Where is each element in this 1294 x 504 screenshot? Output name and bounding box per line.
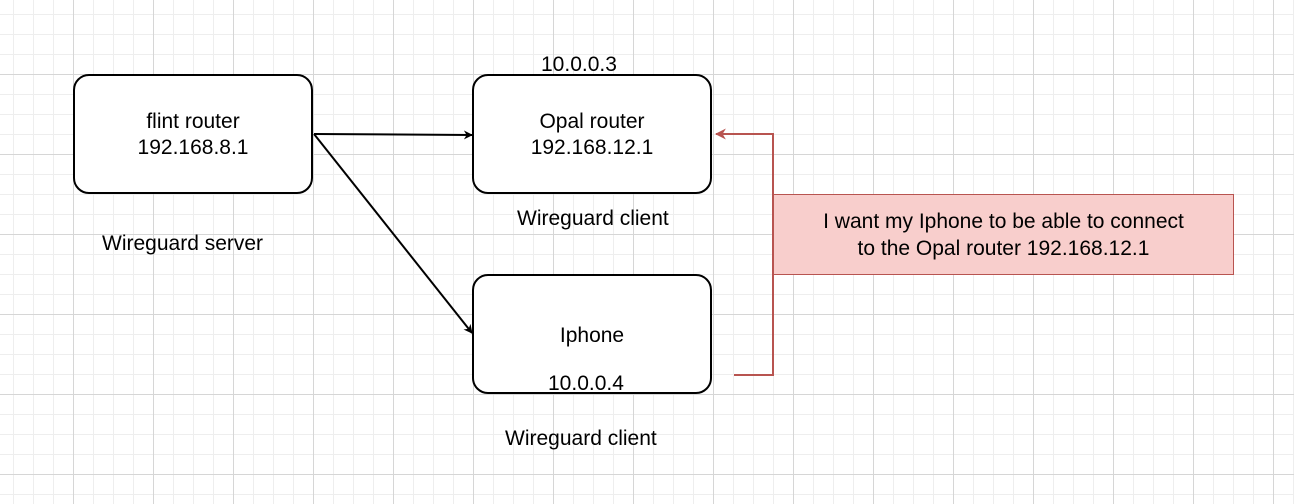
iphone-tunnel-ip: 10.0.0.4 [548, 372, 624, 395]
flint-router-ip: 192.168.8.1 [137, 136, 249, 159]
edge-flint-to-opal[interactable] [313, 130, 473, 140]
opal-tunnel-ip: 10.0.0.3 [541, 53, 617, 76]
iphone-node[interactable]: Iphone [472, 274, 712, 394]
requirement-note[interactable]: I want my Iphone to be able to connect t… [773, 194, 1234, 275]
requirement-note-line-2: to the Opal router 192.168.12.1 [857, 236, 1150, 260]
opal-router-node[interactable]: Opal router 192.168.12.1 [472, 74, 712, 194]
iphone-name: Iphone [559, 324, 625, 347]
flint-router-name: flint router [146, 110, 240, 133]
iphone-role-label: Wireguard client [505, 427, 657, 450]
opal-router-role-label: Wireguard client [517, 207, 669, 230]
requirement-note-line-1: I want my Iphone to be able to connect [823, 209, 1184, 233]
flint-router-role-label: Wireguard server [102, 232, 264, 255]
edge-iphone-to-opal[interactable] [714, 128, 774, 376]
opal-router-ip: 192.168.12.1 [530, 136, 654, 159]
edge-flint-to-iphone[interactable] [313, 133, 473, 334]
flint-router-node[interactable]: flint router 192.168.8.1 [73, 74, 313, 194]
opal-router-name: Opal router [539, 110, 645, 133]
